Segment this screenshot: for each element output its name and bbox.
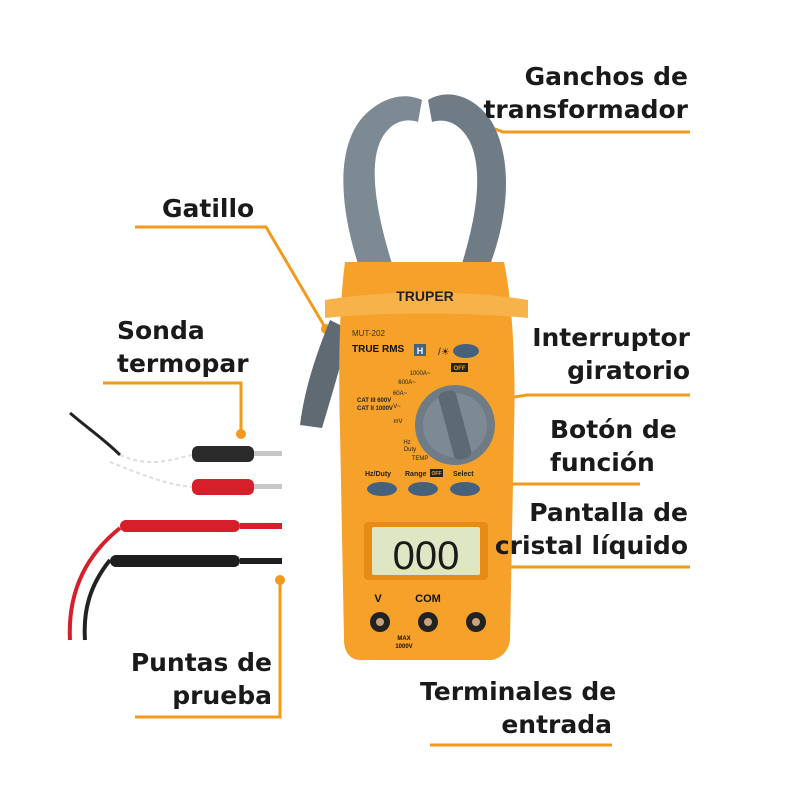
range-label: Range (405, 471, 427, 478)
terminal-com-label: COM (415, 593, 441, 605)
range-button[interactable] (408, 482, 438, 496)
callout-pantalla-line2: cristal líquido (494, 531, 688, 560)
leader-puntas (135, 581, 282, 719)
callout-ganchos-line2: transformador (483, 95, 688, 124)
input-terminals (370, 612, 486, 632)
terminal-v-label: V (374, 593, 382, 605)
hz-duty-button[interactable] (367, 482, 397, 496)
callout-boton: Botón de función (550, 413, 677, 479)
callout-gatillo: Gatillo (162, 192, 254, 225)
callout-interruptor-line1: Interruptor (532, 323, 690, 352)
callout-boton-line2: función (550, 448, 655, 477)
range-off-label: OFF (432, 471, 442, 477)
callout-pantalla-line1: Pantalla de (529, 498, 688, 527)
hold-icon (414, 344, 426, 356)
model-label: MUT-202 (352, 329, 385, 338)
cat-rating-1: CAT III 600V (357, 398, 391, 404)
callout-puntas-line1: Puntas de (130, 648, 272, 677)
callout-sonda: Sonda termopar (117, 314, 249, 380)
select-button[interactable] (450, 482, 480, 496)
callout-ganchos: Ganchos de transformador (480, 60, 688, 126)
dial-off: OFF (454, 366, 466, 372)
dial-mv: mV (394, 419, 403, 425)
callout-terminales-line2: entrada (501, 710, 612, 739)
leader-gatillo (135, 225, 328, 330)
hz-duty-label: Hz/Duty (365, 471, 391, 478)
dial-hz: Hz (403, 440, 410, 446)
clamp-jaws (343, 94, 506, 270)
cat-rating-2: CAT II 1000V (357, 406, 393, 412)
callout-pantalla: Pantalla de cristal líquido (480, 496, 688, 562)
leader-ganchos (486, 124, 690, 134)
callout-boton-line1: Botón de (550, 415, 677, 444)
callout-puntas: Puntas de prueba (110, 646, 272, 712)
hold-symbol: H (417, 346, 424, 356)
callout-sonda-line1: Sonda (117, 316, 205, 345)
lcd-screen (372, 527, 480, 575)
leader-sonda (103, 381, 243, 432)
rotary-dial[interactable] (415, 385, 495, 465)
callout-sonda-line2: termopar (117, 349, 249, 378)
callout-interruptor: Interruptor giratorio (520, 321, 690, 387)
select-label: Select (453, 471, 474, 478)
leader-interruptor (488, 393, 690, 403)
thermocouple-probe (69, 411, 282, 495)
dial-1000a: 1000A~ (410, 371, 431, 377)
test-leads (67, 520, 282, 641)
dial-temp: TEMP (412, 456, 429, 462)
callout-interruptor-line2: giratorio (567, 356, 690, 385)
true-rms-label: TRUE RMS (352, 344, 405, 355)
backlight-icon: /☀ (438, 347, 450, 358)
callout-terminales: Terminales de entrada (420, 675, 617, 741)
dial-v: V~ (393, 404, 401, 410)
lcd-reading: 000 (393, 534, 460, 578)
dial-60a: 60A~ (393, 391, 408, 397)
max-voltage: 1000V (395, 644, 412, 650)
callout-ganchos-line1: Ganchos de (524, 62, 688, 91)
max-label: MAX (397, 636, 410, 642)
brand-logo: TRUPER (396, 288, 454, 304)
callout-gatillo-line1: Gatillo (162, 194, 255, 223)
trigger-lever (300, 320, 350, 428)
dial-600a: 600A~ (398, 380, 416, 386)
dial-duty: Duty (404, 447, 416, 453)
callout-puntas-line2: prueba (172, 681, 272, 710)
hold-button[interactable] (453, 344, 479, 358)
leader-lines (103, 124, 690, 747)
callout-terminales-line1: Terminales de (420, 677, 617, 706)
